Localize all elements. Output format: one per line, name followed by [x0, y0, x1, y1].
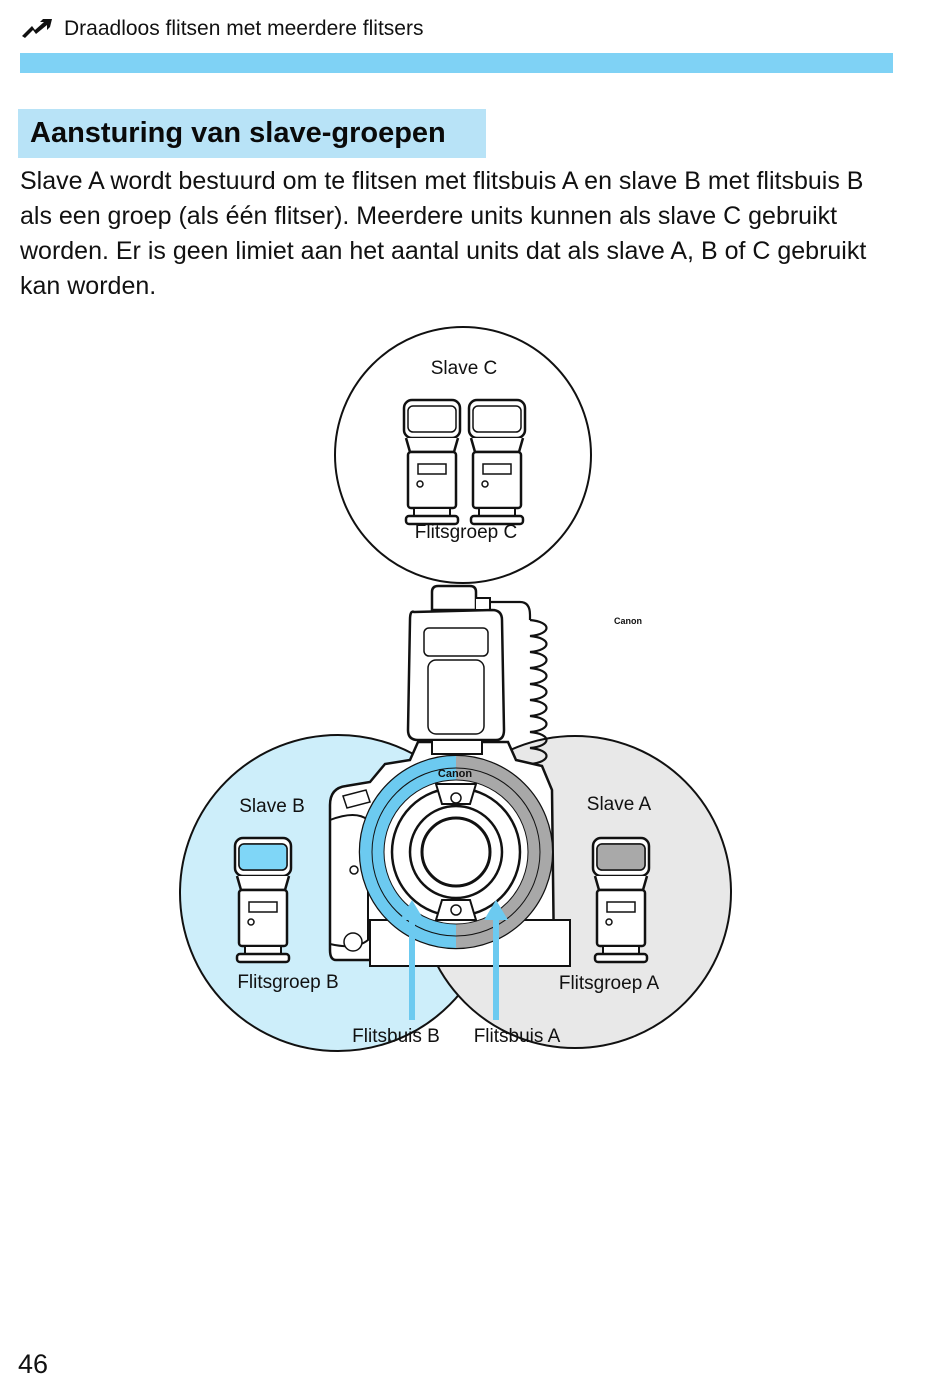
group-c-label: Flitsgroep C [414, 522, 518, 543]
slave-groups-diagram: Slave C Flitsgroep C Canon Canon Slave B… [170, 320, 750, 1060]
slave-c-label: Slave C [430, 358, 498, 379]
tube-a-label: Flitsbuis A [473, 1026, 561, 1047]
tube-b-label: Flitsbuis B [352, 1026, 440, 1047]
flash-brand-label: Canon [614, 616, 642, 626]
slave-c-flash-left [402, 398, 462, 526]
group-b-label: Flitsgroep B [237, 972, 339, 993]
group-a-label: Flitsgroep A [558, 973, 660, 994]
group-c-circle [334, 326, 592, 584]
camera-brand-label: Canon [437, 768, 473, 780]
wireless-flash-icon [22, 19, 52, 38]
body-paragraph: Slave A wordt bestuurd om te flitsen met… [20, 167, 867, 300]
slave-c-flash-right [467, 398, 527, 526]
page-header: Draadloos flitsen met meerdere flitsers [20, 14, 423, 44]
macro-flash-controller [406, 584, 506, 755]
page-number: 46 [18, 1349, 49, 1379]
tube-a-arrow [484, 900, 508, 1020]
tube-b-arrow [400, 900, 424, 1020]
header-bar [20, 53, 893, 73]
slave-b-label: Slave B [239, 796, 305, 817]
ring-flash [358, 754, 554, 950]
header-title: Draadloos flitsen met meerdere flitsers [64, 17, 424, 40]
section-title: Aansturing van slave-groepen [18, 109, 486, 158]
slave-a-flash [591, 836, 651, 964]
slave-b-flash [233, 836, 293, 964]
slave-a-label: Slave A [586, 794, 652, 815]
